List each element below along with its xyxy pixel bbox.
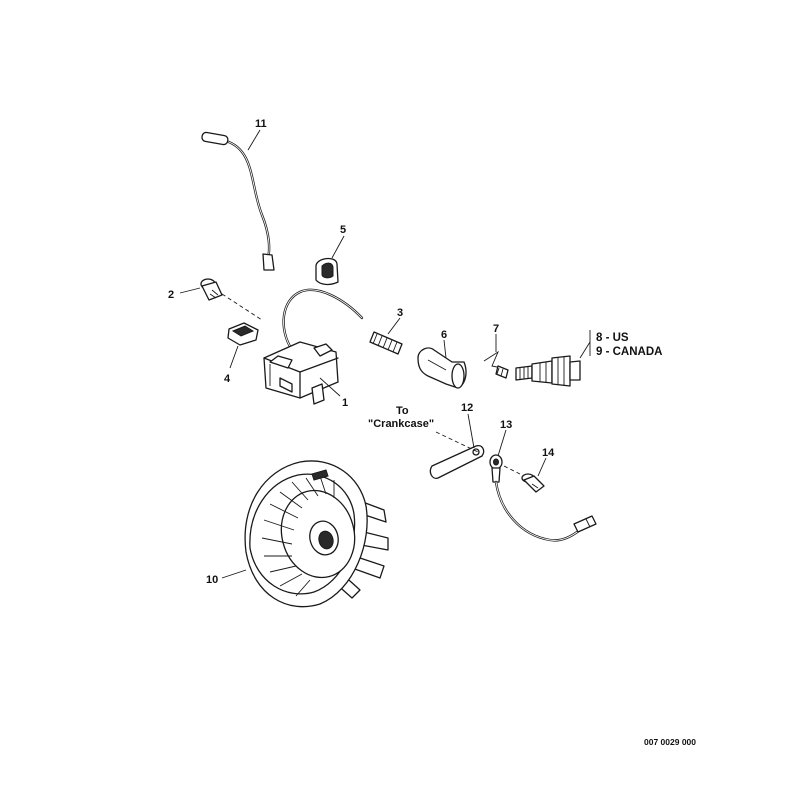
part-11-wire-drawing xyxy=(201,131,275,271)
part-5-grommet-drawing xyxy=(315,257,339,286)
label-14: 14 xyxy=(542,447,555,459)
part-10-flywheel-drawing xyxy=(244,460,389,608)
label-4: 4 xyxy=(224,373,231,385)
crankcase-ref-line1: To xyxy=(396,405,409,417)
part-14-screw-drawing xyxy=(521,473,545,493)
leader-3 xyxy=(387,317,401,335)
label-1: 1 xyxy=(342,397,348,409)
leader-10 xyxy=(221,569,247,579)
leader-lines xyxy=(179,129,591,579)
part-6-boot-drawing xyxy=(417,347,467,389)
drawing-code: 007 0029 000 xyxy=(644,737,696,747)
leader-8-9 xyxy=(579,341,591,359)
leader-11 xyxy=(247,129,261,151)
part-1-ignition-module-drawing xyxy=(263,288,364,405)
leader-6 xyxy=(443,339,447,359)
label-5: 5 xyxy=(340,224,346,236)
label-2: 2 xyxy=(168,289,174,301)
part-2-screw-drawing xyxy=(200,278,263,321)
leader-2 xyxy=(179,287,201,294)
part-7-spring-clip-drawing xyxy=(483,350,509,379)
leader-4 xyxy=(229,345,239,369)
leader-12 xyxy=(467,413,475,449)
label-12: 12 xyxy=(461,402,473,414)
label-10: 10 xyxy=(206,574,218,586)
crankcase-ref-line2: "Crankcase" xyxy=(368,418,434,430)
crankcase-dash-line xyxy=(435,431,479,453)
leader-13 xyxy=(497,429,507,457)
part-8-9-spark-plug-drawing xyxy=(515,355,581,387)
leader-1 xyxy=(319,377,341,397)
part-labels: 11 5 2 3 4 1 6 7 12 13 14 10 8 - US 9 - … xyxy=(168,118,696,747)
leader-5 xyxy=(331,235,345,259)
variant-canada-label: 9 - CANADA xyxy=(596,346,662,358)
label-7: 7 xyxy=(493,323,499,335)
part-4-block-drawing xyxy=(227,322,259,346)
label-3: 3 xyxy=(397,307,403,319)
leader-14 xyxy=(537,457,547,477)
label-13: 13 xyxy=(500,419,512,431)
part-3-spring-drawing xyxy=(369,331,403,355)
label-6: 6 xyxy=(441,329,447,341)
variant-us-label: 8 - US xyxy=(596,332,629,344)
label-11: 11 xyxy=(255,118,267,130)
part-13-ground-wire-drawing xyxy=(489,454,597,542)
